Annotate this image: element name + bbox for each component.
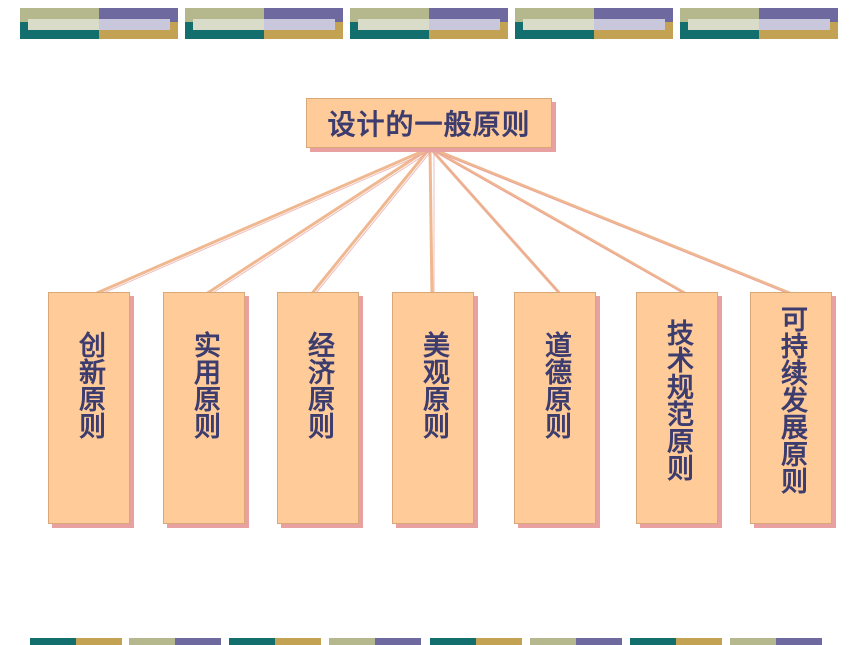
node-label: 实用原则	[189, 331, 220, 439]
node-practicality: 实用原则	[163, 292, 245, 524]
banner-block	[20, 8, 178, 39]
connector-line	[201, 146, 432, 298]
banner-block	[350, 8, 508, 39]
node-label: 创新原则	[74, 331, 105, 439]
connector-line	[428, 146, 692, 298]
root-node: 设计的一般原则	[306, 98, 552, 148]
node-label: 道德原则	[540, 331, 571, 439]
node-label: 美观原则	[418, 331, 449, 439]
node-sustainable-development: 可持续发展原则	[750, 292, 832, 524]
root-node-label: 设计的一般原则	[327, 108, 531, 141]
node-ethics: 道德原则	[514, 292, 596, 524]
node-innovation: 创新原则	[48, 292, 130, 524]
banner-block	[515, 8, 673, 39]
banner-block	[680, 8, 838, 39]
connector-group	[88, 146, 799, 298]
node-label: 经济原则	[303, 331, 334, 439]
connector-line	[428, 146, 434, 298]
node-label: 可持续发展原则	[776, 305, 807, 494]
connector-line	[428, 146, 799, 298]
connector-line	[88, 146, 432, 298]
banner-block	[185, 8, 343, 39]
node-technical-standards: 技术规范原则	[636, 292, 718, 524]
node-label: 技术规范原则	[662, 319, 693, 481]
node-economy: 经济原则	[277, 292, 359, 524]
node-aesthetics: 美观原则	[392, 292, 474, 524]
connector-line	[308, 146, 432, 298]
